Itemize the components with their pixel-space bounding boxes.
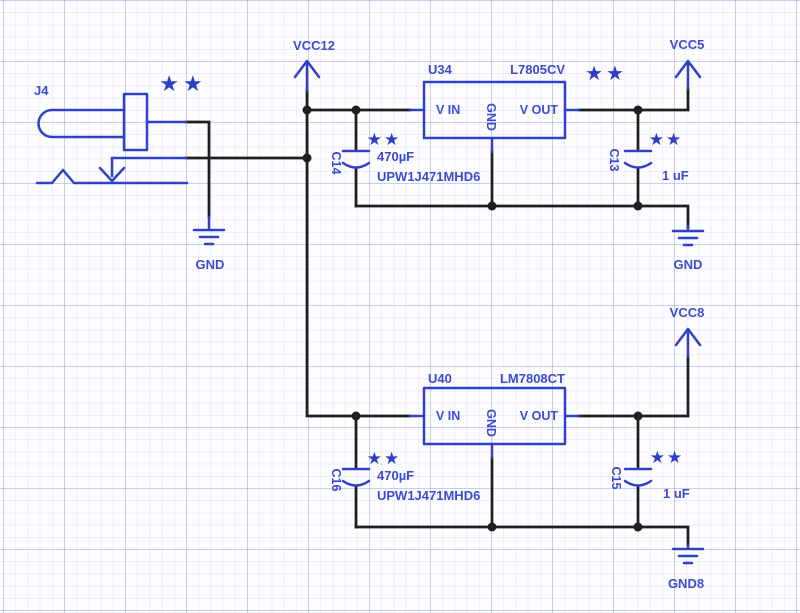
c15-ref-label: C15 (609, 467, 623, 490)
c14-part-label: UPW1J471MHD6 (377, 169, 480, 184)
u34-vout-label: V OUT (520, 103, 559, 117)
jack-switch-arrow (98, 156, 126, 183)
gnd8-icon[interactable] (671, 543, 705, 565)
junction-dot (302, 105, 312, 115)
vcc12-net-label: VCC12 (293, 38, 335, 53)
u40-part-label: LM7808CT (500, 371, 565, 386)
connector-stars: ★★ (159, 72, 206, 97)
c14-value-label: 470µF (377, 149, 414, 164)
u34-vin-label: V IN (436, 103, 460, 117)
gnd-reg5-label: GND (674, 257, 703, 272)
wire-u34-vout[interactable] (577, 87, 690, 112)
gnd-input-label: GND (196, 257, 225, 272)
wire-vcc12-bus[interactable] (305, 89, 412, 418)
junction-dot (302, 153, 312, 163)
vcc5-net-label: VCC5 (670, 37, 705, 52)
gnd-input-icon[interactable] (192, 215, 226, 246)
vcc8-arrow-icon[interactable] (674, 327, 702, 359)
c14-stars: ★★ (367, 130, 401, 150)
capacitor-c15[interactable]: C15 ★★ 1 uF (609, 448, 690, 501)
vcc5-arrow-icon[interactable] (674, 59, 702, 91)
vcc8-net-label: VCC8 (670, 305, 705, 320)
junction-dot (351, 105, 361, 115)
wire-rail-top[interactable] (354, 204, 690, 229)
u40-vout-label: V OUT (520, 409, 559, 423)
junction-dot (633, 411, 643, 421)
junction-dot (633, 201, 643, 211)
u40-ref-label: U40 (428, 371, 452, 386)
c15-stars: ★★ (650, 448, 684, 468)
connector-j4[interactable]: J4 ★★ (34, 72, 207, 185)
vcc12-arrow-icon[interactable] (293, 59, 321, 93)
c13-value-label: 1 uF (662, 168, 689, 183)
power-flag-vcc5[interactable]: VCC5 (670, 37, 705, 91)
jack-barrel-shape[interactable] (37, 108, 126, 139)
c14-ref-label: C14 (329, 152, 343, 175)
junction-dot (487, 522, 497, 532)
capacitor-c14[interactable]: C14 ★★ 470µF UPW1J471MHD6 (329, 130, 480, 184)
u34-stars: ★★ (585, 61, 627, 85)
c15-value-label: 1 uF (663, 486, 690, 501)
u40-gnd-label: GND (484, 409, 498, 437)
wires[interactable] (184, 87, 690, 547)
c16-ref-label: C16 (329, 469, 343, 492)
junction-dot (351, 411, 361, 421)
wire-rail-bottom[interactable] (354, 525, 690, 547)
c13-ref-label: C13 (607, 149, 621, 172)
power-flag-vcc8[interactable]: VCC8 (670, 305, 705, 359)
junction-dot (633, 105, 643, 115)
c16-bottom-plate[interactable] (341, 479, 371, 487)
c14-bottom-plate[interactable] (341, 161, 371, 169)
ground-flag-input[interactable]: GND (192, 215, 226, 272)
jack-bushing-shape[interactable] (122, 92, 149, 152)
power-flag-vcc12[interactable]: VCC12 (293, 38, 335, 93)
c15-bottom-plate[interactable] (623, 479, 653, 487)
jack-switch-contact[interactable] (35, 168, 189, 185)
junction-dot (633, 522, 643, 532)
capacitor-c16[interactable]: C16 ★★ 470µF UPW1J471MHD6 (329, 449, 480, 503)
c16-value-label: 470µF (377, 468, 414, 483)
junction-dot (487, 201, 497, 211)
wire-jack-tip[interactable] (184, 120, 211, 219)
u34-ref-label: U34 (428, 62, 453, 77)
ground-flag-reg5[interactable]: GND (671, 224, 705, 272)
junction-dots (302, 105, 643, 532)
c13-bottom-plate[interactable] (623, 161, 653, 169)
c16-part-label: UPW1J471MHD6 (377, 488, 480, 503)
wire-u40-vout[interactable] (577, 355, 690, 418)
u34-part-label: L7805CV (510, 62, 565, 77)
capacitor-c13[interactable]: C13 ★★ 1 uF (607, 130, 689, 183)
u40-vin-label: V IN (436, 409, 460, 423)
connector-ref-label: J4 (34, 83, 49, 98)
regulator-u34[interactable]: U34 L7805CV ★★ V IN V OUT GND (408, 61, 627, 154)
c13-stars: ★★ (649, 130, 683, 150)
c16-stars: ★★ (367, 449, 401, 469)
regulator-u40[interactable]: U40 LM7808CT V IN V OUT GND (408, 371, 581, 460)
ground-flag-reg8[interactable]: GND8 (668, 543, 705, 591)
gnd-reg5-icon[interactable] (671, 224, 705, 247)
u34-gnd-label: GND (484, 103, 498, 131)
gnd8-label: GND8 (668, 576, 704, 591)
